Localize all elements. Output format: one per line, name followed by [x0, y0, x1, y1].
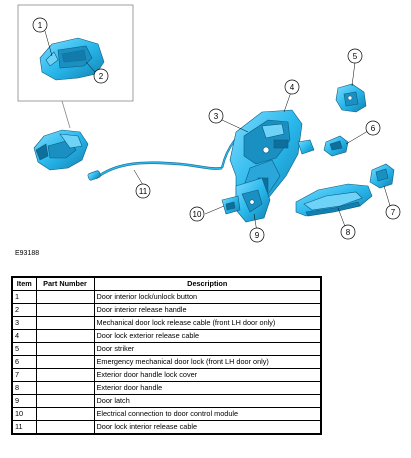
- callout-2: 2: [93, 68, 109, 84]
- inset-connector-line: [61, 100, 71, 129]
- latch-clip: [297, 139, 315, 155]
- part-number-cell: [35, 355, 95, 369]
- description-cell: Door interior lock/unlock button: [93, 290, 322, 304]
- item-cell: 1: [11, 290, 37, 304]
- description-cell: Mechanical door lock release cable (fron…: [93, 316, 322, 330]
- callout-9: 9: [249, 227, 265, 243]
- callout-8: 8: [340, 224, 356, 240]
- description-cell: Door lock exterior release cable: [93, 329, 322, 343]
- inset-frame: [17, 4, 134, 102]
- interior-release-handle-inset: [39, 37, 105, 81]
- figure-code: E93188: [15, 250, 40, 257]
- exterior-handle-lock-cover: [369, 163, 395, 189]
- description-cell: Door lock interior release cable: [93, 420, 322, 435]
- callout-11: 11: [135, 183, 151, 199]
- item-cell: 8: [11, 381, 37, 395]
- description-cell: Exterior door handle: [93, 381, 322, 395]
- description-cell: Emergency mechanical door lock (front LH…: [93, 355, 322, 369]
- table-row: 11 Door lock interior release cable: [11, 420, 322, 435]
- description-cell: Electrical connection to door control mo…: [93, 407, 322, 421]
- item-cell: 7: [11, 368, 37, 382]
- svg-text:10: 10: [193, 210, 202, 219]
- emergency-mechanical-lock: [323, 135, 349, 157]
- callout-1: 1: [32, 17, 48, 33]
- svg-text:3: 3: [214, 112, 219, 121]
- item-cell: 4: [11, 329, 37, 343]
- table-row: 3 Mechanical door lock release cable (fro…: [11, 316, 322, 330]
- svg-text:7: 7: [391, 208, 396, 217]
- exterior-door-handle: [295, 183, 373, 217]
- table-row: 8 Exterior door handle: [11, 381, 322, 395]
- callout-6: 6: [365, 120, 381, 136]
- callout-4: 4: [284, 79, 300, 95]
- header-item: Item: [11, 276, 37, 291]
- electrical-connection: [221, 195, 241, 215]
- callout-3: 3: [208, 108, 224, 124]
- interior-release-handle: [33, 129, 89, 171]
- svg-text:4: 4: [290, 83, 295, 92]
- part-number-cell: [35, 368, 95, 382]
- part-number-cell: [35, 342, 95, 356]
- door-striker: [335, 83, 367, 113]
- description-cell: Door interior release handle: [93, 303, 322, 317]
- table-row: 4 Door lock exterior release cable: [11, 329, 322, 343]
- interior-release-cable: [95, 161, 223, 180]
- table-row: 5 Door striker: [11, 342, 322, 356]
- door-lock-exploded-diagram: 1 2 3 4 5 6 7 8 9 10 11: [17, 4, 401, 243]
- table-row: 6 Emergency mechanical door lock (front L…: [11, 355, 322, 369]
- item-cell: 9: [11, 394, 37, 408]
- part-number-cell: [35, 329, 95, 343]
- table-header-row: Item Part Number Description: [11, 276, 322, 291]
- part-number-cell: [35, 420, 95, 435]
- header-part-number: Part Number: [35, 276, 95, 291]
- part-number-cell: [35, 394, 95, 408]
- svg-text:1: 1: [38, 21, 43, 30]
- cable-end-fitting: [87, 170, 101, 181]
- svg-text:8: 8: [346, 228, 351, 237]
- part-number-cell: [35, 290, 95, 304]
- item-cell: 6: [11, 355, 37, 369]
- item-cell: 3: [11, 316, 37, 330]
- door-latch: [235, 177, 271, 223]
- part-number-cell: [35, 381, 95, 395]
- description-cell: Door latch: [93, 394, 322, 408]
- callout-10: 10: [189, 206, 205, 222]
- svg-text:2: 2: [99, 72, 104, 81]
- item-cell: 5: [11, 342, 37, 356]
- header-description: Description: [93, 276, 322, 291]
- item-cell: 2: [11, 303, 37, 317]
- svg-text:11: 11: [139, 187, 148, 196]
- item-cell: 10: [11, 407, 37, 421]
- part-number-cell: [35, 316, 95, 330]
- table-row: 7 Exterior door handle lock cover: [11, 368, 322, 382]
- callout-5: 5: [347, 48, 363, 64]
- part-number-cell: [35, 407, 95, 421]
- svg-text:9: 9: [255, 231, 260, 240]
- callout-7: 7: [385, 204, 401, 220]
- description-cell: Exterior door handle lock cover: [93, 368, 322, 382]
- table-row: 1 Door interior lock/unlock button: [11, 290, 322, 304]
- table-row: 10 Electrical connection to door control …: [11, 407, 322, 421]
- svg-text:5: 5: [353, 52, 358, 61]
- svg-text:6: 6: [371, 124, 376, 133]
- item-cell: 11: [11, 420, 37, 435]
- part-number-cell: [35, 303, 95, 317]
- table-row: 9 Door latch: [11, 394, 322, 408]
- description-cell: Door striker: [93, 342, 322, 356]
- table-row: 2 Door interior release handle: [11, 303, 322, 317]
